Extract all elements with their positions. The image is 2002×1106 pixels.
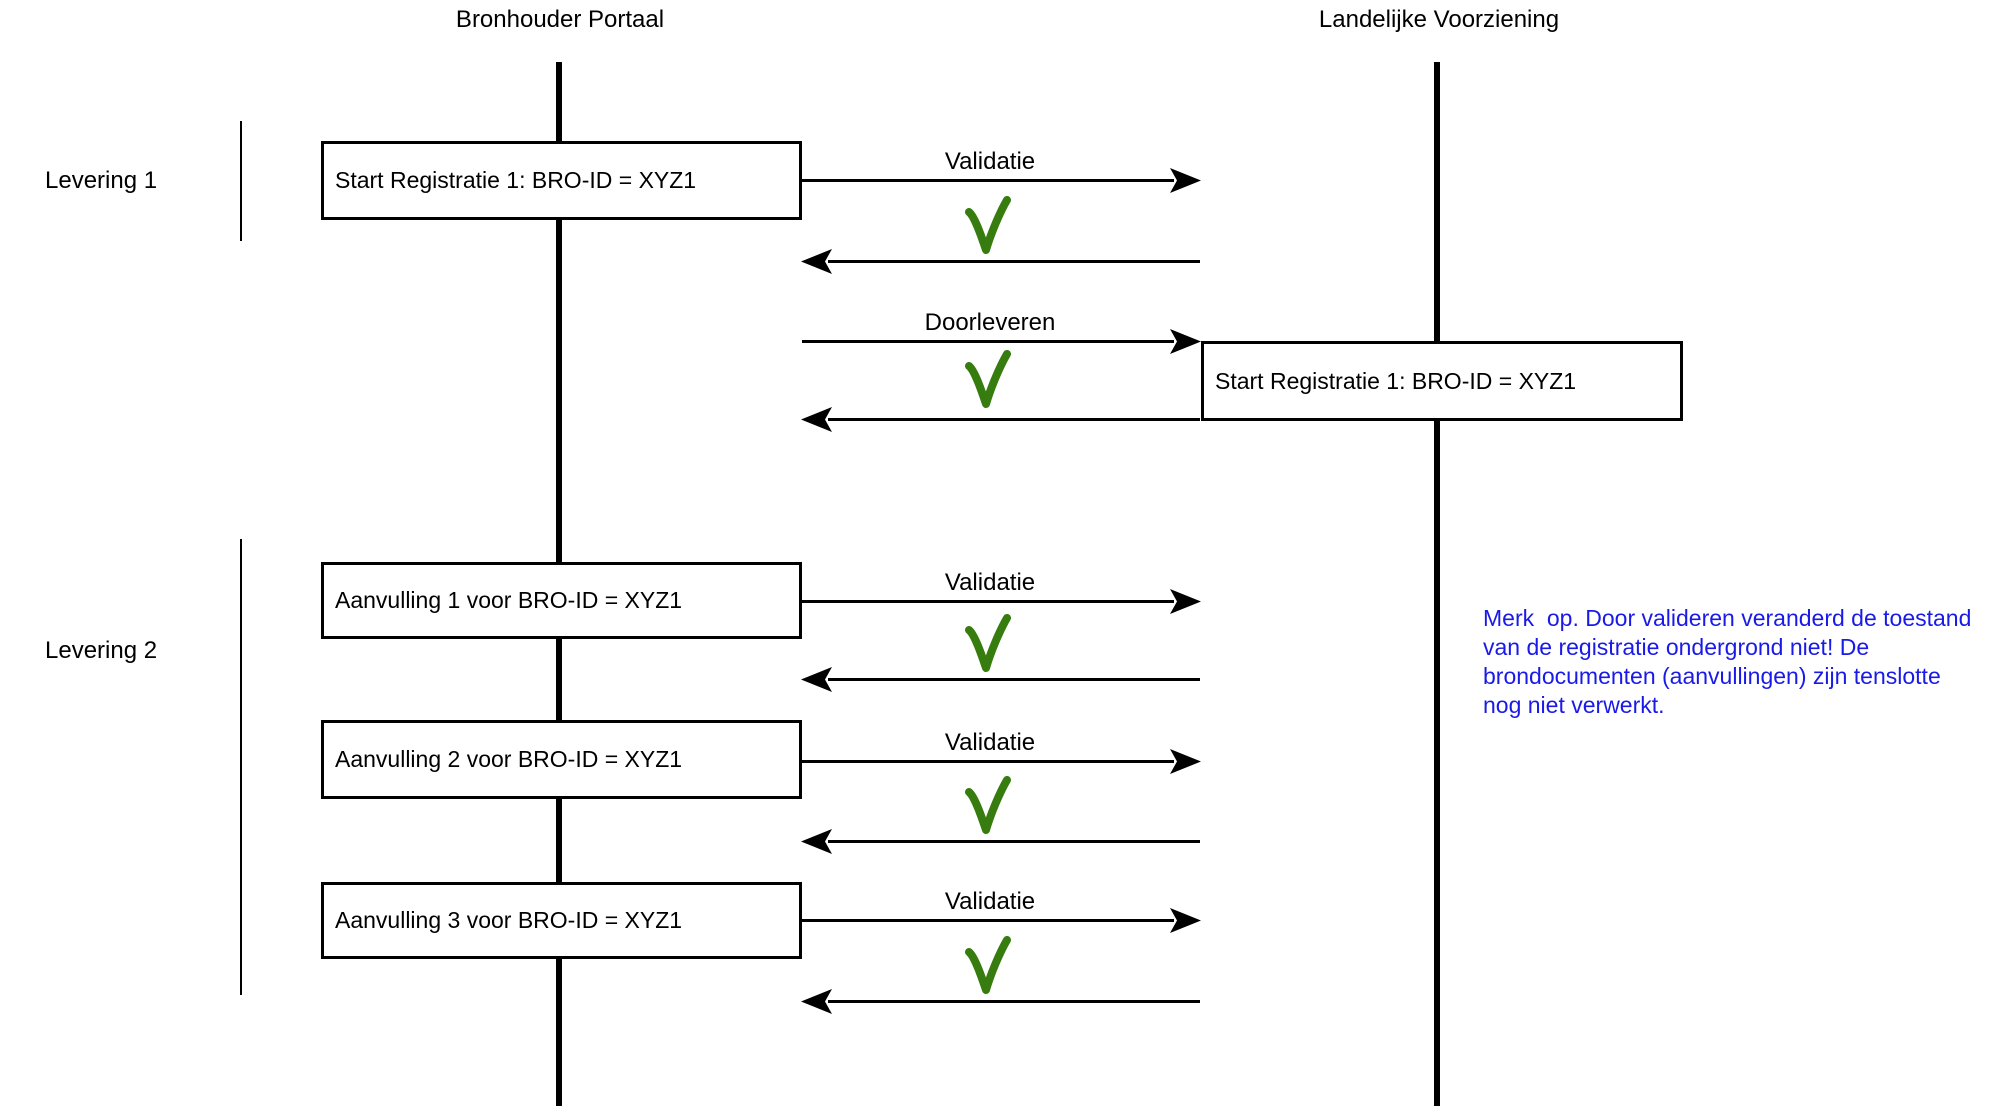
message-arrow-validatie-3 [802, 760, 1174, 763]
arrowhead-right-icon [1170, 749, 1201, 774]
message-return-validatie-3 [828, 840, 1200, 843]
box-aanvulling-2: Aanvulling 2 voor BRO-ID = XYZ1 [321, 720, 802, 799]
box-start-registratie-lv-text: Start Registratie 1: BRO-ID = XYZ1 [1215, 367, 1577, 394]
message-return-validatie-2 [828, 678, 1200, 681]
box-aanvulling-1-text: Aanvulling 1 voor BRO-ID = XYZ1 [335, 587, 683, 613]
message-label-validatie-2: Validatie [944, 569, 1036, 596]
box-start-registratie-bronhouder-text: Start Registratie 1: BRO-ID = XYZ1 [335, 167, 697, 193]
levering-2-label: Levering 2 [45, 637, 158, 664]
check-icon [965, 776, 1011, 834]
message-arrow-doorleveren [802, 340, 1174, 343]
arrowhead-left-icon [801, 829, 832, 854]
check-icon [965, 196, 1011, 254]
box-aanvulling-3-text: Aanvulling 3 voor BRO-ID = XYZ1 [335, 907, 683, 933]
arrowhead-left-icon [801, 407, 832, 432]
box-start-registratie-bronhouder: Start Registratie 1: BRO-ID = XYZ1 [321, 141, 802, 220]
lane-title-landelijke-voorziening: Landelijke Voorziening [1318, 6, 1560, 33]
message-return-doorleveren [828, 418, 1200, 421]
message-arrow-validatie-4 [802, 919, 1174, 922]
levering-1-bracket [240, 121, 242, 241]
box-aanvulling-3: Aanvulling 3 voor BRO-ID = XYZ1 [321, 882, 802, 959]
arrowhead-right-icon [1170, 168, 1201, 193]
message-label-doorleveren: Doorleveren [924, 309, 1056, 336]
arrowhead-right-icon [1170, 908, 1201, 933]
arrowhead-left-icon [801, 249, 832, 274]
message-label-validatie-1: Validatie [944, 148, 1036, 175]
message-label-validatie-4: Validatie [944, 888, 1036, 915]
check-icon [965, 350, 1011, 408]
box-start-registratie-landelijke-voorziening: Start Registratie 1: BRO-ID = XYZ1 [1201, 341, 1683, 421]
message-arrow-validatie-2 [802, 600, 1174, 603]
arrowhead-right-icon [1170, 589, 1201, 614]
arrowhead-left-icon [801, 989, 832, 1014]
message-label-validatie-3: Validatie [944, 729, 1036, 756]
annotation-note: Merk op. Door valideren veranderd de toe… [1483, 605, 1972, 718]
box-aanvulling-1: Aanvulling 1 voor BRO-ID = XYZ1 [321, 562, 802, 639]
levering-1-label: Levering 1 [45, 167, 158, 194]
message-return-validatie-4 [828, 1000, 1200, 1003]
lane-title-bronhouder-portaal: Bronhouder Portaal [455, 6, 665, 33]
levering-2-bracket [240, 539, 242, 995]
arrowhead-right-icon [1170, 329, 1201, 354]
message-arrow-validatie-1 [802, 179, 1174, 182]
check-icon [965, 614, 1011, 672]
box-aanvulling-2-text: Aanvulling 2 voor BRO-ID = XYZ1 [335, 746, 683, 772]
lifeline-landelijke-voorziening [1434, 62, 1440, 1106]
check-icon [965, 936, 1011, 994]
message-return-validatie-1 [828, 260, 1200, 263]
arrowhead-left-icon [801, 667, 832, 692]
